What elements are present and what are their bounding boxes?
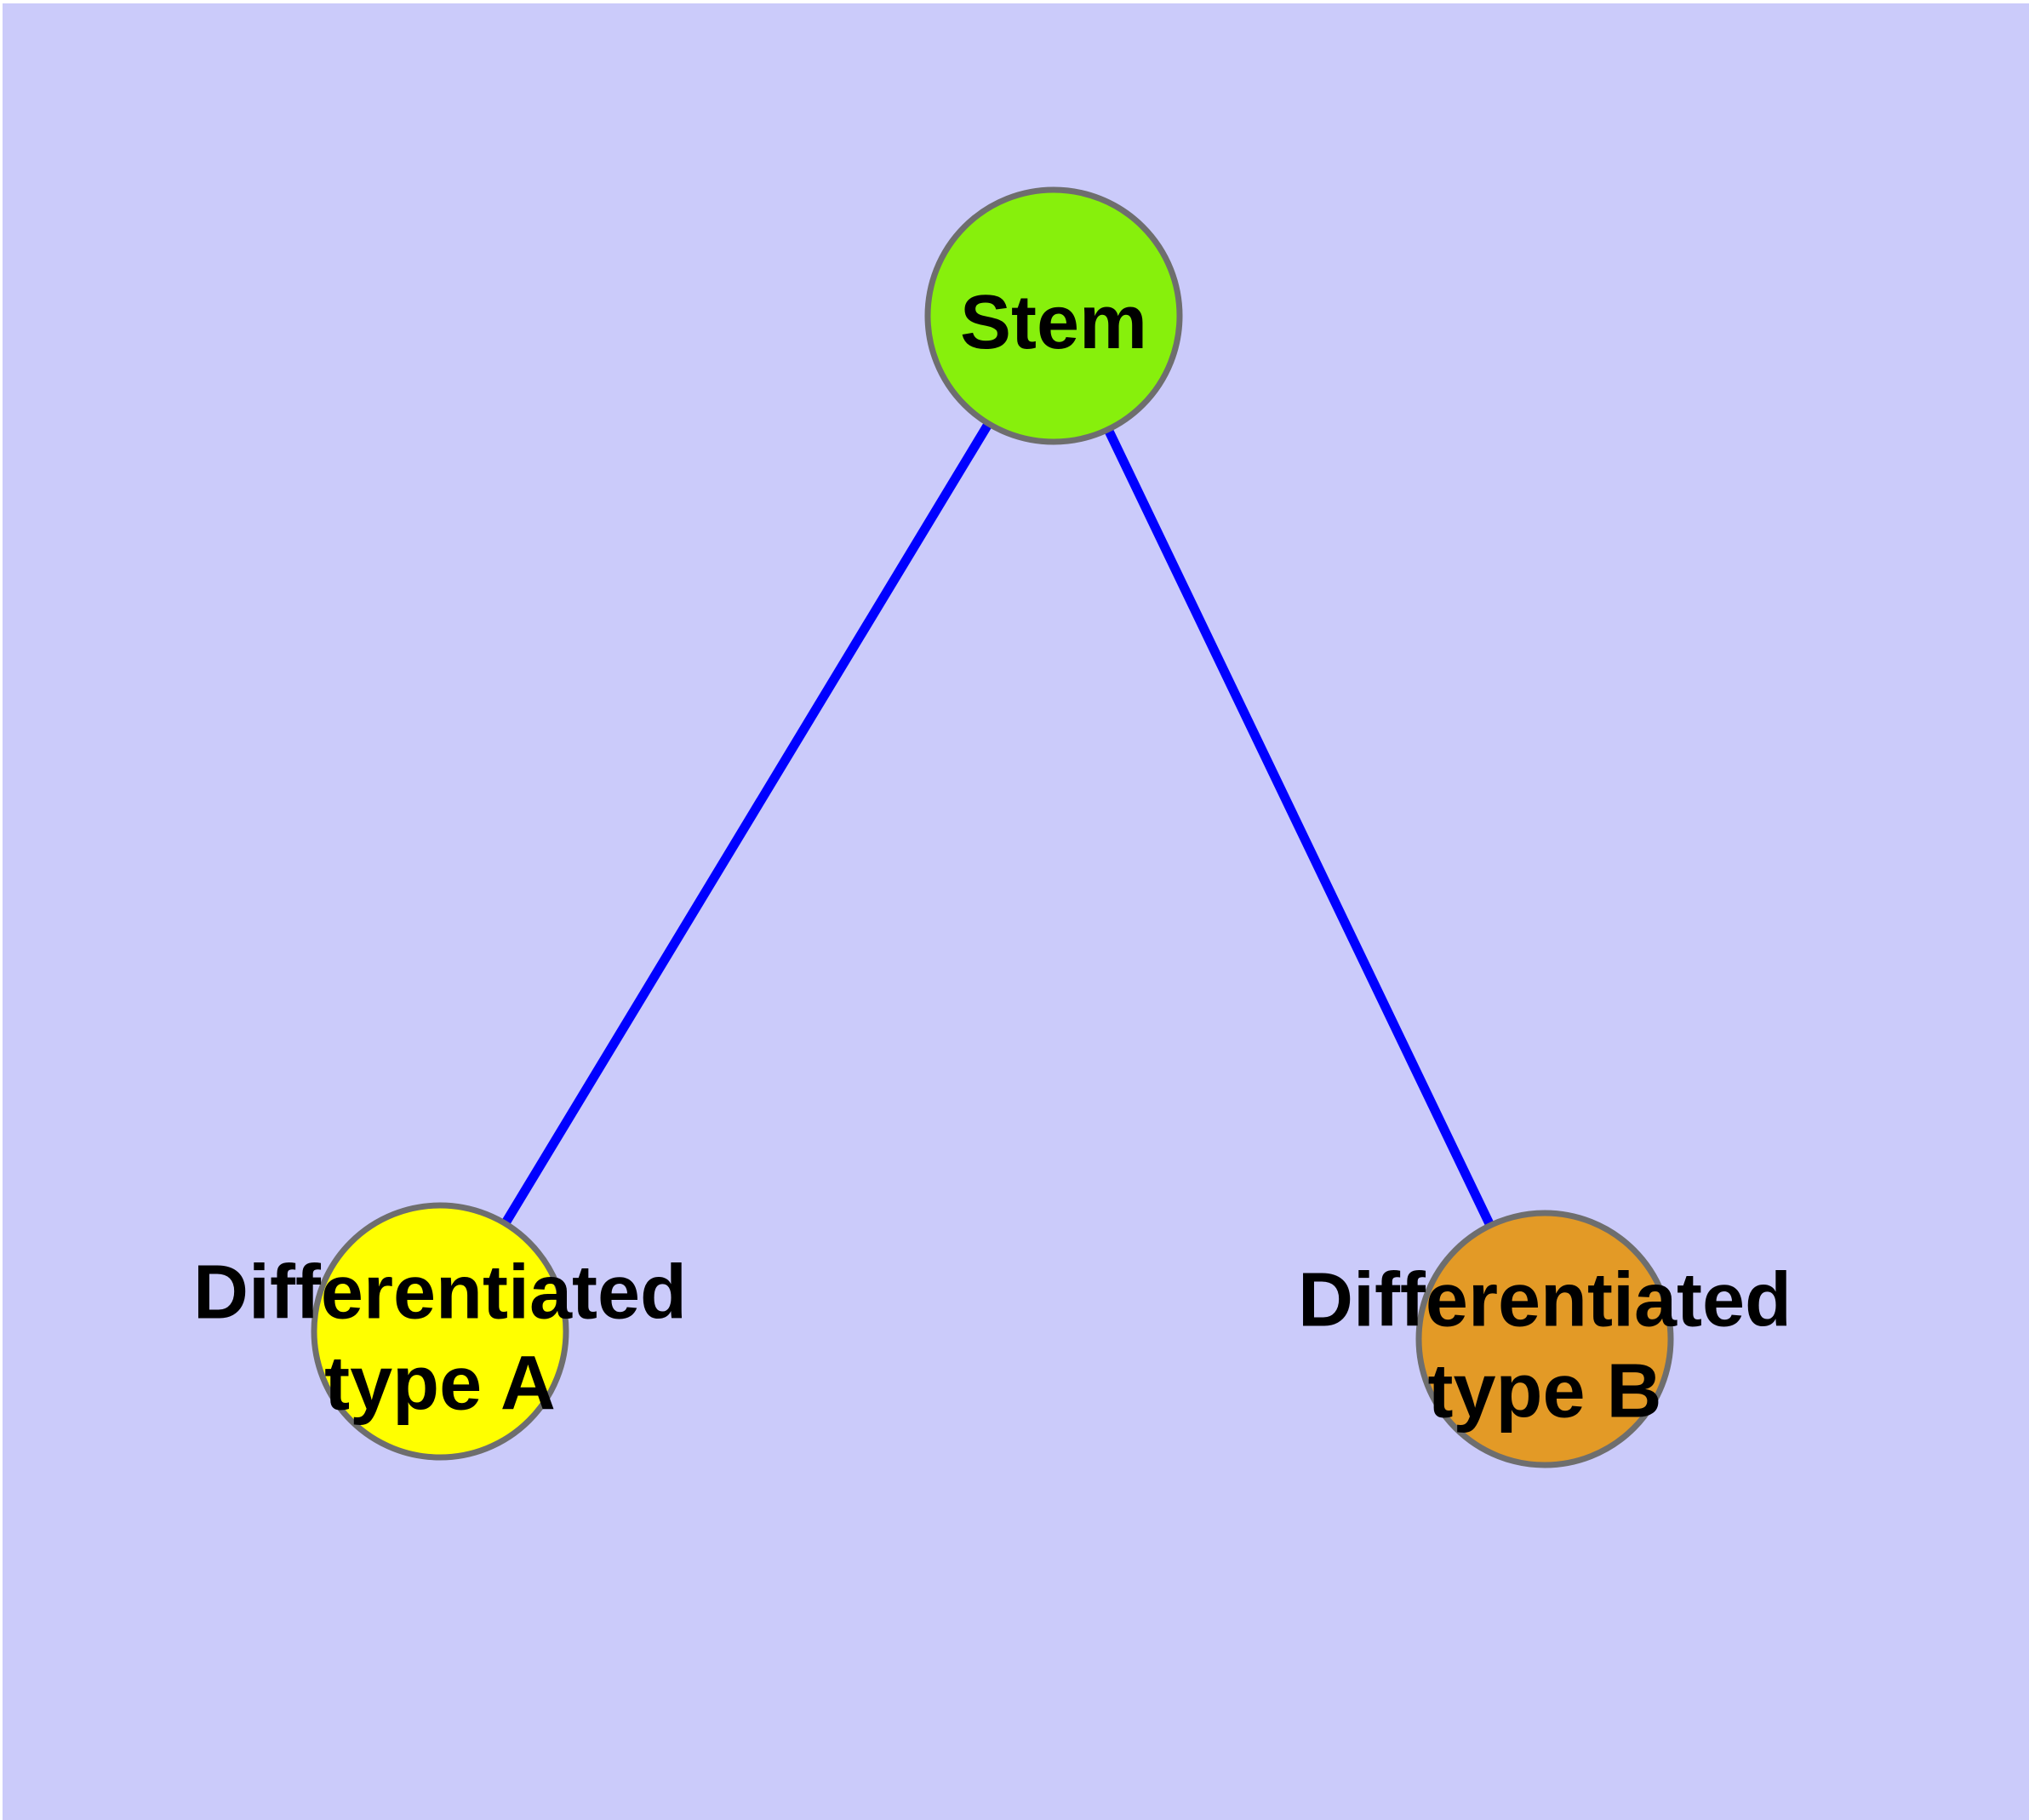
node-stem-label-line: Stem (960, 280, 1147, 365)
edge-stem-to-differentiated-type-b (1049, 313, 1549, 1342)
node-differentiated-type-b-circle (1415, 1210, 1674, 1468)
node-stem-circle (924, 186, 1183, 445)
edge-stem-to-differentiated-type-a (436, 313, 1058, 1334)
node-differentiated-type-a-label-line: type A (324, 1342, 556, 1427)
node-differentiated-type-b-label-line: type B (1427, 1349, 1661, 1434)
node-differentiated-type-a-label-line: Differentiated (193, 1251, 687, 1336)
node-stem-label: Stem (960, 280, 1147, 365)
node-stem (924, 186, 1183, 445)
node-differentiated-type-a-circle (311, 1202, 569, 1461)
node-differentiated-type-a (311, 1202, 569, 1461)
node-differentiated-type-b-label-line: Differentiated (1298, 1258, 1792, 1343)
node-differentiated-type-b (1415, 1210, 1674, 1468)
